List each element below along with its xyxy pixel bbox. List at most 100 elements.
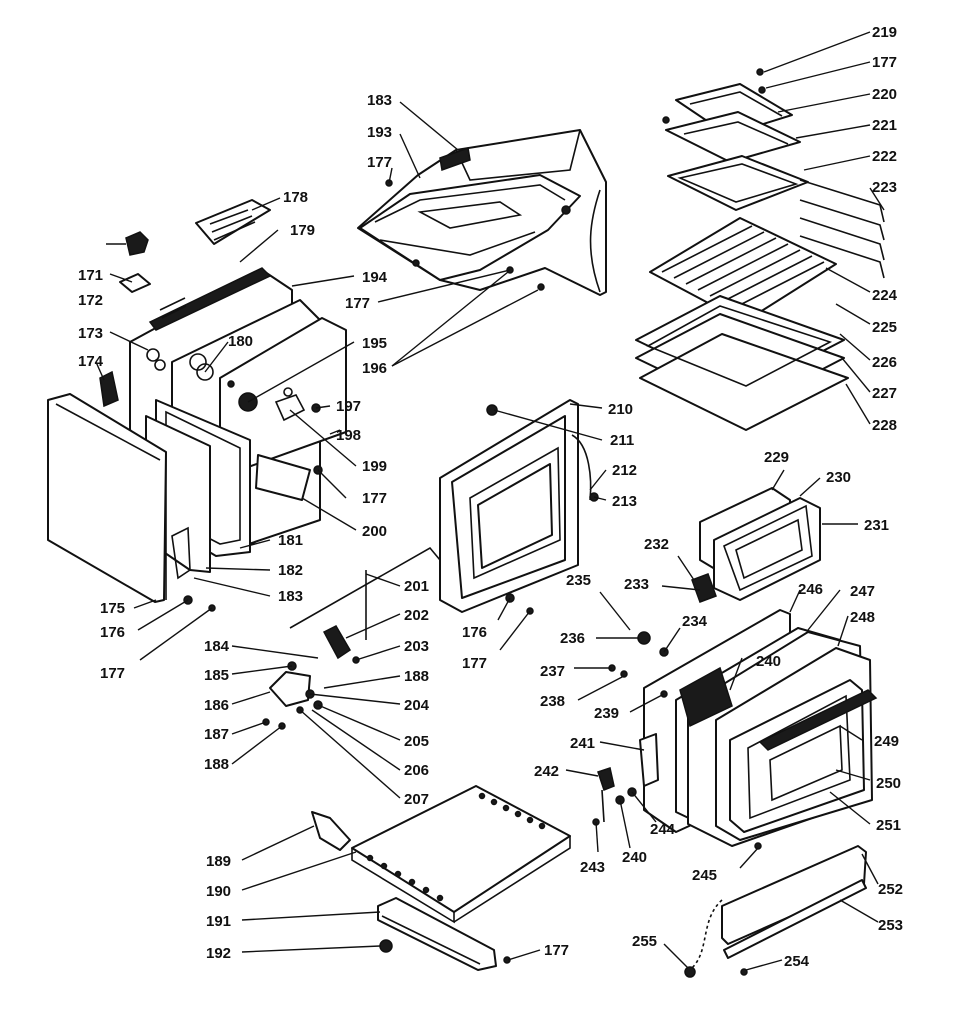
callout-246: 246 — [798, 581, 823, 598]
callout-232: 232 — [644, 536, 669, 553]
callout-207: 207 — [404, 791, 429, 808]
callout-223: 223 — [872, 179, 897, 196]
callout-244: 244 — [650, 821, 676, 838]
callout-224: 224 — [872, 287, 898, 304]
callout-240: 240 — [756, 653, 781, 670]
oven-bottom-stack — [635, 295, 849, 431]
callout-222: 222 — [872, 148, 897, 165]
callout-200: 200 — [362, 523, 387, 540]
insulation-blanket — [255, 454, 323, 501]
callout-255: 255 — [632, 933, 657, 950]
callout-252: 252 — [878, 881, 903, 898]
callout-176: 176 — [100, 624, 125, 641]
callout-177: 177 — [367, 154, 392, 171]
broiler-drawer — [691, 487, 821, 603]
callout-231: 231 — [864, 517, 889, 534]
callout-183: 183 — [278, 588, 303, 605]
callout-251: 251 — [876, 817, 901, 834]
callout-250: 250 — [876, 775, 901, 792]
callout-179: 179 — [290, 222, 315, 239]
callout-188: 188 — [404, 668, 429, 685]
control-panel-trim — [195, 199, 271, 245]
callout-213: 213 — [612, 493, 637, 510]
callout-194: 194 — [362, 269, 388, 286]
callout-198: 198 — [336, 427, 361, 444]
callout-229: 229 — [764, 449, 789, 466]
callout-196: 196 — [362, 360, 387, 377]
storage-drawer — [684, 845, 867, 978]
callout-234: 234 — [682, 613, 708, 630]
callout-240: 240 — [622, 849, 647, 866]
callout-248: 248 — [850, 609, 875, 626]
callout-182: 182 — [278, 562, 303, 579]
callout-189: 189 — [206, 853, 231, 870]
leveling-leg — [311, 811, 351, 851]
callout-243: 243 — [580, 859, 605, 876]
callout-221: 221 — [872, 117, 897, 134]
callout-220: 220 — [872, 86, 897, 103]
callout-206: 206 — [404, 762, 429, 779]
callout-233: 233 — [624, 576, 649, 593]
callout-228: 228 — [872, 417, 897, 434]
callout-176: 176 — [462, 624, 487, 641]
callout-185: 185 — [204, 667, 229, 684]
callout-226: 226 — [872, 354, 897, 371]
callout-202: 202 — [404, 607, 429, 624]
callout-193: 193 — [367, 124, 392, 141]
kick-plate — [377, 897, 511, 971]
callout-197: 197 — [336, 398, 361, 415]
callout-230: 230 — [826, 469, 851, 486]
callout-186: 186 — [204, 697, 229, 714]
callout-249: 249 — [874, 733, 899, 750]
callout-235: 235 — [566, 572, 591, 589]
callout-173: 173 — [78, 325, 103, 342]
callout-236: 236 — [560, 630, 585, 647]
callout-171: 171 — [78, 267, 103, 284]
callout-174: 174 — [78, 353, 104, 370]
callout-175: 175 — [100, 600, 125, 617]
callout-245: 245 — [692, 867, 717, 884]
callout-labels: 219 177 220 221 222 223 224 225 226 227 … — [78, 24, 903, 970]
leader-lines — [95, 31, 885, 971]
callout-238: 238 — [540, 693, 565, 710]
callout-177: 177 — [100, 665, 125, 682]
callout-187: 187 — [204, 726, 229, 743]
callout-172: 172 — [78, 292, 103, 309]
callout-177: 177 — [462, 655, 487, 672]
callout-210: 210 — [608, 401, 633, 418]
callout-205: 205 — [404, 733, 429, 750]
oven-top-stack — [662, 68, 809, 211]
callout-191: 191 — [206, 913, 231, 930]
oven-front-frame — [439, 399, 599, 615]
callout-237: 237 — [540, 663, 565, 680]
callout-239: 239 — [594, 705, 619, 722]
callout-177: 177 — [544, 942, 569, 959]
knob-and-clip — [119, 231, 151, 293]
oven-side-shields — [799, 179, 885, 279]
callout-242: 242 — [534, 763, 559, 780]
base-plate — [351, 785, 571, 924]
callout-227: 227 — [872, 385, 897, 402]
valve-manifold — [262, 546, 441, 730]
callout-212: 212 — [612, 462, 637, 479]
side-panel-left — [47, 393, 216, 612]
callout-204: 204 — [404, 697, 430, 714]
callout-177: 177 — [345, 295, 370, 312]
callout-203: 203 — [404, 638, 429, 655]
callout-177: 177 — [362, 490, 387, 507]
side-bracket — [99, 370, 119, 408]
callout-177: 177 — [872, 54, 897, 71]
callout-225: 225 — [872, 319, 897, 336]
callout-180: 180 — [228, 333, 253, 350]
oven-door — [592, 609, 878, 850]
callout-254: 254 — [784, 953, 810, 970]
callout-201: 201 — [404, 578, 429, 595]
callout-247: 247 — [850, 583, 875, 600]
callout-253: 253 — [878, 917, 903, 934]
callout-188: 188 — [204, 756, 229, 773]
callout-183: 183 — [367, 92, 392, 109]
callout-241: 241 — [570, 735, 595, 752]
main-top-assembly — [357, 129, 607, 296]
callout-211: 211 — [610, 432, 634, 449]
